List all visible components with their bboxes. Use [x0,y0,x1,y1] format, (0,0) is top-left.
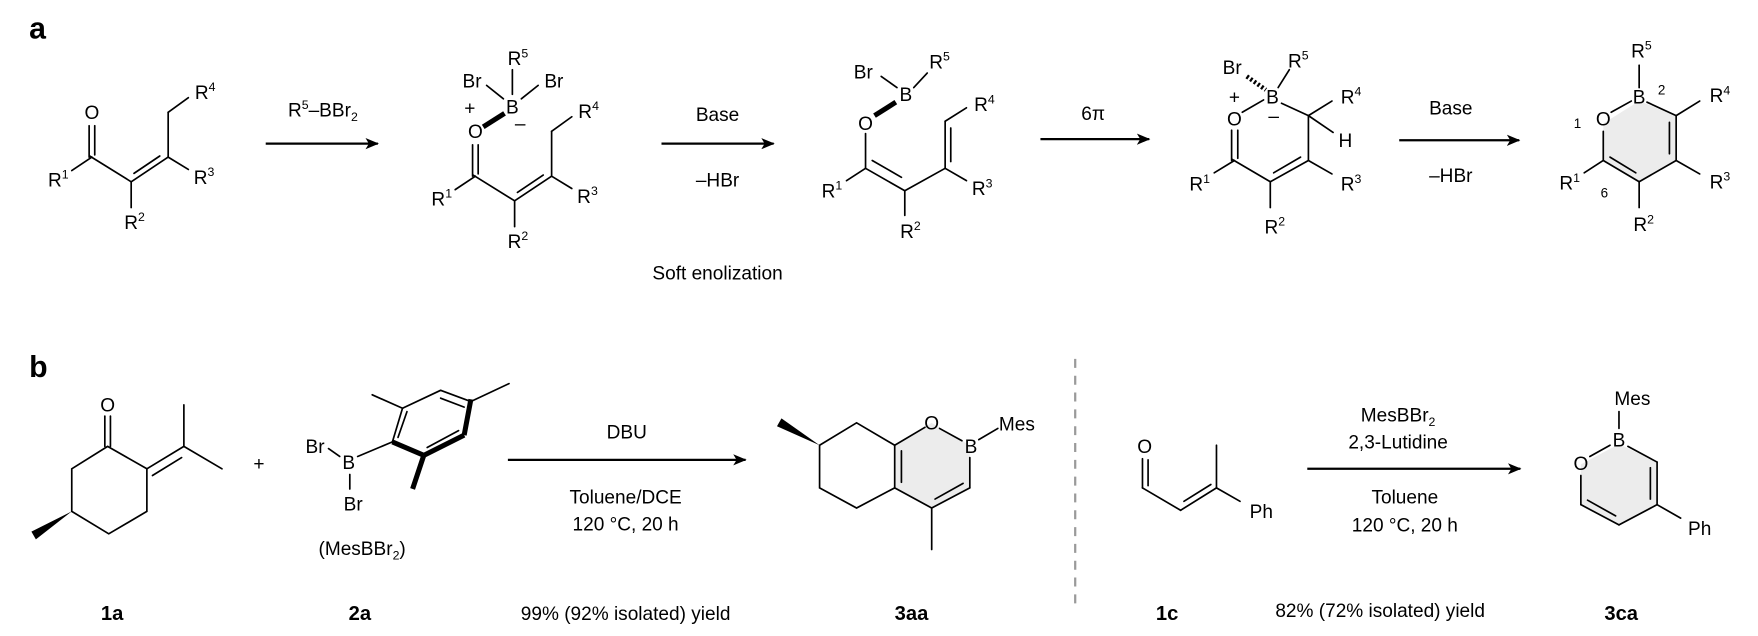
ring-position-1: 1 [1574,116,1581,131]
minus-charge: – [515,114,526,135]
enone-starting-material: O R1 R2 R4 R3 [48,80,216,234]
boron-label: B [1266,87,1279,108]
oxygen-label: O [1573,454,1588,475]
reagent-r5-bbr2: R5–BBr2 [288,98,358,124]
r4-label: R4 [1710,83,1731,107]
aromatic-ring-shading [894,422,970,509]
r2-label: R2 [508,229,529,253]
compound-label-1a: 1a [101,603,124,625]
phenyl-label: Ph [1250,502,1273,523]
r3-label: R3 [1710,170,1731,194]
mesbbr2-reagent: MesBBr2 [1361,406,1436,429]
oxygen-label: O [100,396,115,417]
dbu-reagent: DBU [607,423,647,444]
panel-label-b: b [29,351,48,384]
condition-temperature-time: 120 °C, 20 h [573,514,679,535]
bromine-label: Br [1223,58,1243,79]
r2-label: R2 [1633,212,1654,236]
boron-label: B [1633,87,1646,108]
r5-label: R5 [929,50,950,74]
soft-enolization-caption: Soft enolization [652,263,782,284]
r5-label: R5 [1288,49,1309,73]
boron-dienolate-intermediate: Br B R5 O R1 R2 R4 R3 [822,50,995,243]
wedge-bond [776,418,820,446]
r4-label: R4 [1341,84,1362,108]
boron-label: B [506,97,519,118]
r3-label: R3 [1341,172,1362,196]
compound-3aa-structure: O B Mes [776,414,1035,551]
compound-1a-structure: O [31,396,223,540]
minus-hbr: –HBr [696,170,740,191]
ring-position-6: 6 [1601,185,1608,200]
cyclized-intermediate: Br B R5 + O – R1 R2 R4 H R3 [1189,49,1361,239]
bromine-label: Br [544,72,564,93]
r3-label: R3 [972,176,993,200]
boron-label: B [1613,430,1626,451]
panel-label-a: a [29,12,47,45]
condition-solvent: Toluene [1371,488,1438,509]
compound-label-3ca: 3ca [1604,603,1638,625]
oxygen-label: O [858,114,873,135]
oxygen-label: O [1596,110,1611,131]
aromatic-ring-shading [1603,101,1677,182]
minus-hbr: –HBr [1429,166,1473,187]
wedge-bond [31,511,72,540]
r2-label: R2 [1264,215,1285,239]
r4-label: R4 [974,92,995,116]
compound-2a-structure: Br B Br [306,382,510,515]
compound-label-2a: 2a [349,603,372,625]
r2-label: R2 [900,219,921,243]
boron-label: B [965,437,978,458]
r1-label: R1 [822,179,843,203]
condition-solvent: Toluene/DCE [569,488,681,509]
compound-label-3aa: 3aa [895,603,929,625]
oxygen-label: O [85,103,100,124]
boron-label: B [900,85,913,106]
yield-reaction-2: 82% (72% isolated) yield [1275,601,1485,622]
oxygen-label: O [1137,437,1152,458]
boron-label: B [342,453,355,474]
r1-label: R1 [1189,172,1210,196]
oxaborinine-product: O 1 B 2 R5 R1 6 R2 R3 R4 [1559,38,1730,236]
base-reagent: Base [1429,99,1472,120]
plus-charge: + [1229,87,1240,108]
base-reagent: Base [696,105,739,126]
ring-position-2: 2 [1658,82,1665,97]
boron-complex-intermediate: R1 R2 R4 R3 O + B – R5 Br Br [431,46,599,253]
phenyl-label: Ph [1688,519,1711,540]
mes-label: Mes [1614,389,1650,410]
bromine-label: Br [462,72,482,93]
r3-label: R3 [194,165,215,189]
compound-label-1c: 1c [1156,603,1178,625]
aromatic-ring-shading [1580,444,1658,525]
yield-reaction-1: 99% (92% isolated) yield [521,604,731,625]
mesbbr2-name: (MesBBr2) [318,539,405,562]
r4-label: R4 [578,99,599,123]
lutidine-reagent: 2,3-Lutidine [1348,433,1448,454]
mes-label: Mes [999,415,1035,436]
bromine-label: Br [854,63,874,84]
oxygen-label: O [1227,110,1242,131]
bromine-label: Br [344,494,364,515]
r1-label: R1 [48,167,69,191]
r5-label: R5 [508,46,529,70]
minus-charge: – [1268,106,1279,127]
compound-1c-structure: O Ph [1137,437,1273,523]
oxygen-label: O [924,414,939,435]
plus-charge: + [464,99,475,120]
r1-label: R1 [431,186,452,210]
hydrogen-label: H [1339,131,1353,152]
r1-label: R1 [1559,171,1580,195]
condition-temperature-time: 120 °C, 20 h [1352,516,1458,537]
compound-3ca-structure: Mes B O Ph [1573,389,1711,540]
r2-label: R2 [124,210,145,234]
r3-label: R3 [577,184,598,208]
r5-label: R5 [1631,38,1652,62]
bromine-label: Br [306,437,326,458]
oxygen-label: O [468,122,483,143]
six-pi-label: 6π [1081,104,1105,125]
r4-label: R4 [195,80,216,104]
plus-sign: + [253,454,264,475]
